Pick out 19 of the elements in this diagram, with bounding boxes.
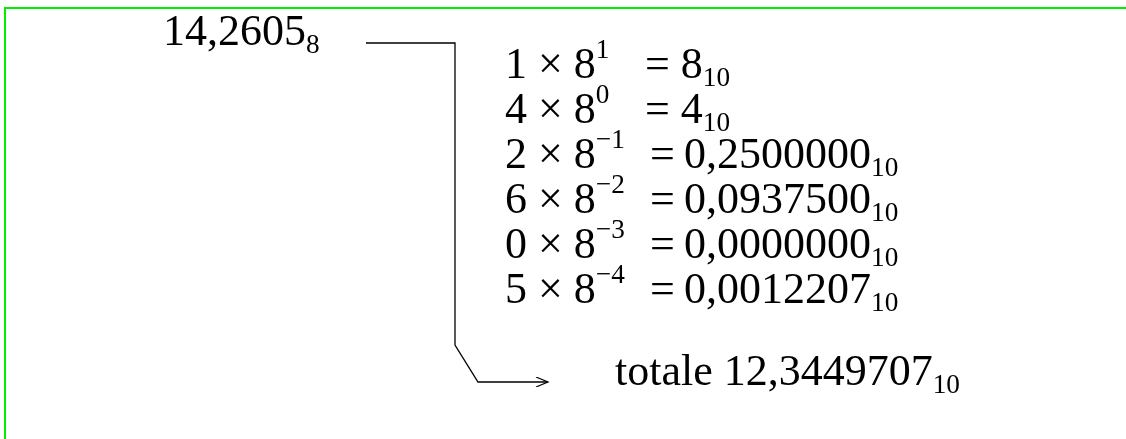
decimal-total: totale 12,3449707$_{10}$ <box>615 349 960 393</box>
term-result: 0,0000000$_{10}$ <box>684 222 899 266</box>
term-expression: 1 × 8$^{1}$ <box>505 42 610 86</box>
term-expression: 0 × 8$^{−3}$ <box>505 222 625 266</box>
term-result: = 8$_{10}$ <box>645 42 731 86</box>
equals-sign: = <box>650 132 675 176</box>
term-expression: 5 × 8$^{−4}$ <box>505 267 625 311</box>
term-result: 0,0937500$_{10}$ <box>684 177 899 221</box>
term-result: = 4$_{10}$ <box>645 87 731 131</box>
connector-arrow <box>365 42 549 388</box>
equals-sign: = <box>650 267 675 311</box>
term-result: 0,2500000$_{10}$ <box>684 132 899 176</box>
term-expression: 6 × 8$^{−2}$ <box>505 177 625 221</box>
octal-number: 14,2605$_{8}$ <box>163 9 320 53</box>
term-expression: 4 × 8$^{0}$ <box>505 87 610 131</box>
equals-sign: = <box>650 177 675 221</box>
equals-sign: = <box>650 222 675 266</box>
term-expression: 2 × 8$^{−1}$ <box>505 132 625 176</box>
term-result: 0,0012207$_{10}$ <box>684 267 899 311</box>
